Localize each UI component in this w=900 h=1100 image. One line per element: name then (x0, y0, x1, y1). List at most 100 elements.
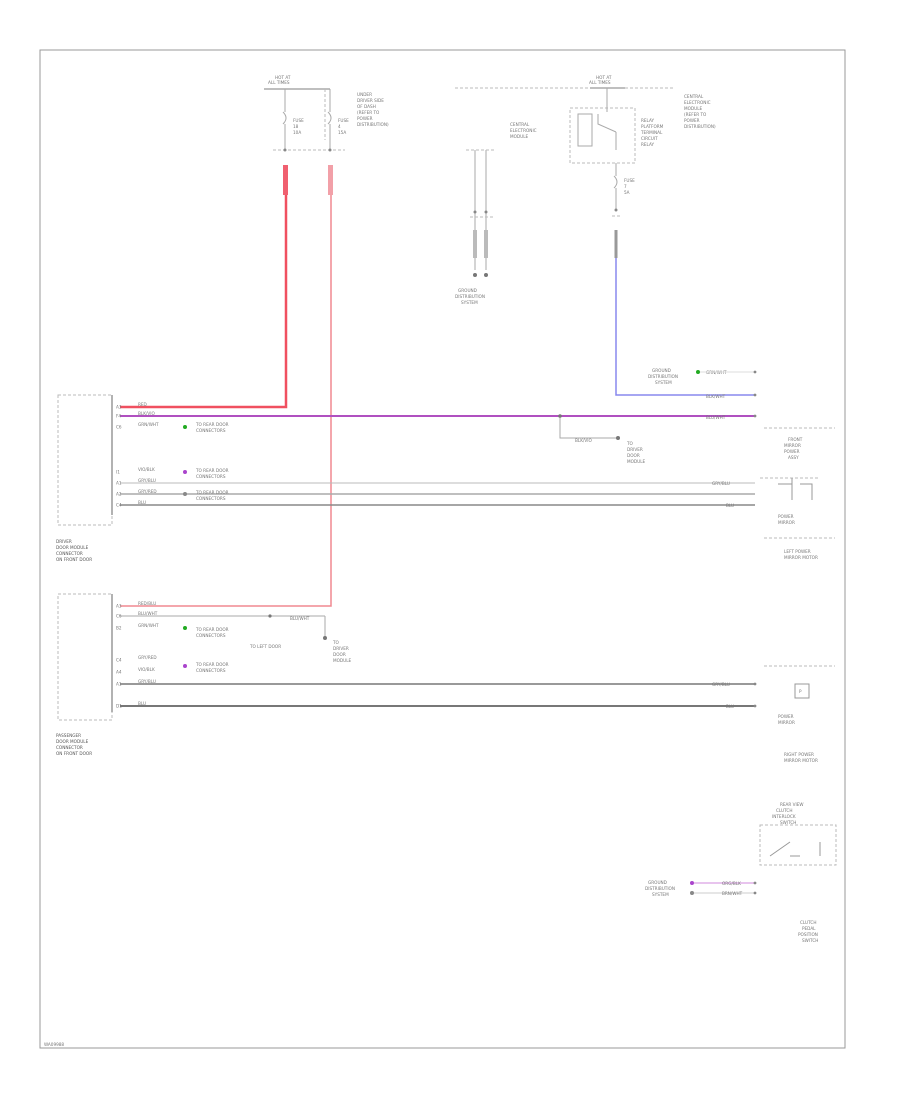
driver-door-module-label: DRIVER DOOR MODULE CONNECTOR ON FRONT DO… (56, 539, 92, 562)
gray-dot (690, 891, 694, 895)
svg-text:GROUND: GROUND (458, 288, 477, 293)
svg-text:TO REAR DOOR: TO REAR DOOR (195, 627, 229, 632)
svg-text:POWER: POWER (784, 449, 800, 454)
svg-text:10A: 10A (293, 130, 301, 135)
driver-right-label-1: GRY/BLU (712, 481, 730, 486)
passenger-wire-color-label: RED/BLU (138, 601, 156, 606)
svg-text:ON FRONT DOOR: ON FRONT DOOR (56, 751, 92, 756)
driver-wire-color-label: BLU (138, 500, 146, 505)
callout-driver-1: TO REAR DOOR CONNECTORS (183, 422, 229, 433)
relay-coil-icon (577, 113, 593, 147)
front-mirror-label: FRONT MIRROR POWER ASSY (784, 437, 803, 460)
terminal-dot (473, 210, 477, 214)
ground-callout-mid: TO DRIVER DOOR MODULE (332, 640, 352, 663)
svg-text:ON FRONT DOOR: ON FRONT DOOR (56, 557, 92, 562)
svg-text:7: 7 (624, 184, 627, 189)
ground-label-right-bottom: GROUND DISTRIBUTION SYSTEM (645, 880, 675, 897)
svg-text:CLUTCH: CLUTCH (800, 920, 817, 925)
driver-pin-c6: C6 (116, 425, 122, 430)
svg-text:TO REAR DOOR: TO REAR DOOR (195, 422, 229, 427)
pin (753, 881, 757, 885)
svg-text:FRONT: FRONT (788, 437, 803, 442)
pin (753, 891, 757, 895)
svg-text:CLUTCH: CLUTCH (776, 808, 793, 813)
svg-text:DOOR MODULE: DOOR MODULE (56, 545, 89, 550)
fuse-4-label: FUSE 4 15A (338, 118, 349, 135)
wire-tag (473, 230, 477, 258)
driver-wire-color-label: GRY/BLU (138, 478, 156, 483)
driver-pin-f4: F4 (116, 414, 121, 419)
svg-text:MODULE: MODULE (627, 459, 646, 464)
fuse-7-icon (613, 163, 618, 210)
pink-wire (120, 195, 332, 607)
driver-pin-a1: A1 (116, 481, 122, 486)
passenger-wire-label: BLU/WHT (290, 616, 310, 621)
svg-text:4: 4 (338, 124, 341, 129)
svg-text:SYSTEM: SYSTEM (461, 300, 478, 305)
pin (753, 370, 757, 374)
svg-text:MODULE: MODULE (333, 658, 352, 663)
relay-label: RELAY PLATFORM TERMINAL CIRCUIT RELAY (640, 118, 664, 147)
svg-text:CONNECTORS: CONNECTORS (196, 428, 226, 433)
pin (753, 414, 757, 418)
pin (753, 393, 757, 397)
svg-text:POWER: POWER (684, 118, 700, 123)
diagram-frame (39, 49, 846, 1049)
passenger-pin-c4: C4 (116, 658, 122, 663)
left-power-mirror-label: LEFT POWER MIRROR MOTOR (784, 549, 818, 560)
callout-passenger-2: TO REAR DOOR CONNECTORS (183, 662, 229, 673)
left-door-label: TO LEFT DOOR (249, 644, 281, 649)
ground-dot (616, 436, 620, 440)
svg-text:CONNECTORS: CONNECTORS (196, 474, 226, 479)
svg-text:DRIVER: DRIVER (627, 447, 643, 452)
passenger-wire-color-label: GRY/BLU (138, 679, 156, 684)
svg-text:POWER: POWER (778, 514, 794, 519)
splice-dot (558, 414, 562, 418)
svg-text:MIRROR: MIRROR (778, 520, 795, 525)
svg-text:MIRROR MOTOR: MIRROR MOTOR (784, 555, 818, 560)
svg-text:GROUND: GROUND (648, 880, 667, 885)
svg-text:CENTRAL: CENTRAL (684, 94, 704, 99)
svg-text:SYSTEM: SYSTEM (652, 892, 669, 897)
passenger-door-module-box (57, 593, 113, 721)
right-mirror-switch-label: POWER MIRROR (778, 714, 795, 725)
fuse-4-icon (327, 89, 332, 150)
passenger-wire-color-label: GRN/WHT (138, 623, 159, 628)
callout-passenger-1: TO REAR DOOR CONNECTORS (183, 626, 229, 638)
wire-label-bluwht: BLU/WHT (706, 415, 726, 420)
hot-label-right-1: HOT AT (596, 75, 612, 80)
svg-text:UNDER: UNDER (357, 92, 372, 97)
driver-right-label-2: BLU (726, 503, 734, 508)
right-mirror-letter: P (799, 689, 802, 694)
svg-text:CENTRAL: CENTRAL (510, 122, 530, 127)
passenger-pin-a3: A3 (116, 604, 122, 609)
right-mirror-motor-icon (794, 683, 810, 699)
svg-text:ELECTRONIC: ELECTRONIC (684, 100, 711, 105)
svg-text:SYSTEM: SYSTEM (655, 380, 672, 385)
svg-text:MODULE: MODULE (684, 106, 703, 111)
driver-wire-color-label: VIO/BLK (138, 467, 155, 472)
clutch-pedal-switch-label: CLUTCH PEDAL POSITION SWITCH (798, 920, 818, 943)
svg-text:TO: TO (332, 640, 340, 645)
svg-text:FUSE: FUSE (293, 118, 304, 123)
wire-tag (484, 230, 488, 258)
svg-text:SWITCH: SWITCH (802, 938, 818, 943)
terminal-dot (484, 210, 488, 214)
passenger-pin-b2: B2 (116, 626, 122, 631)
svg-text:18: 18 (293, 124, 299, 129)
pin (753, 704, 757, 708)
fuse-panel-label: UNDER DRIVER SIDE OF DASH (REFER TO POWE… (357, 92, 389, 127)
hot-label-left-1: HOT AT (275, 75, 291, 80)
svg-text:DISTRIBUTION: DISTRIBUTION (648, 374, 678, 379)
pass-right-label-2: BLU (726, 704, 734, 709)
svg-text:ASSY: ASSY (788, 455, 799, 460)
svg-text:TERMINAL: TERMINAL (640, 130, 663, 135)
svg-text:MIRROR: MIRROR (778, 720, 795, 725)
svg-text:TO REAR DOOR: TO REAR DOOR (195, 662, 229, 667)
driver-wire-color-label: BLK/VIO (138, 411, 155, 416)
svg-text:POSITION: POSITION (798, 932, 818, 937)
ground-dot (323, 636, 327, 640)
svg-text:POWER: POWER (357, 116, 373, 121)
